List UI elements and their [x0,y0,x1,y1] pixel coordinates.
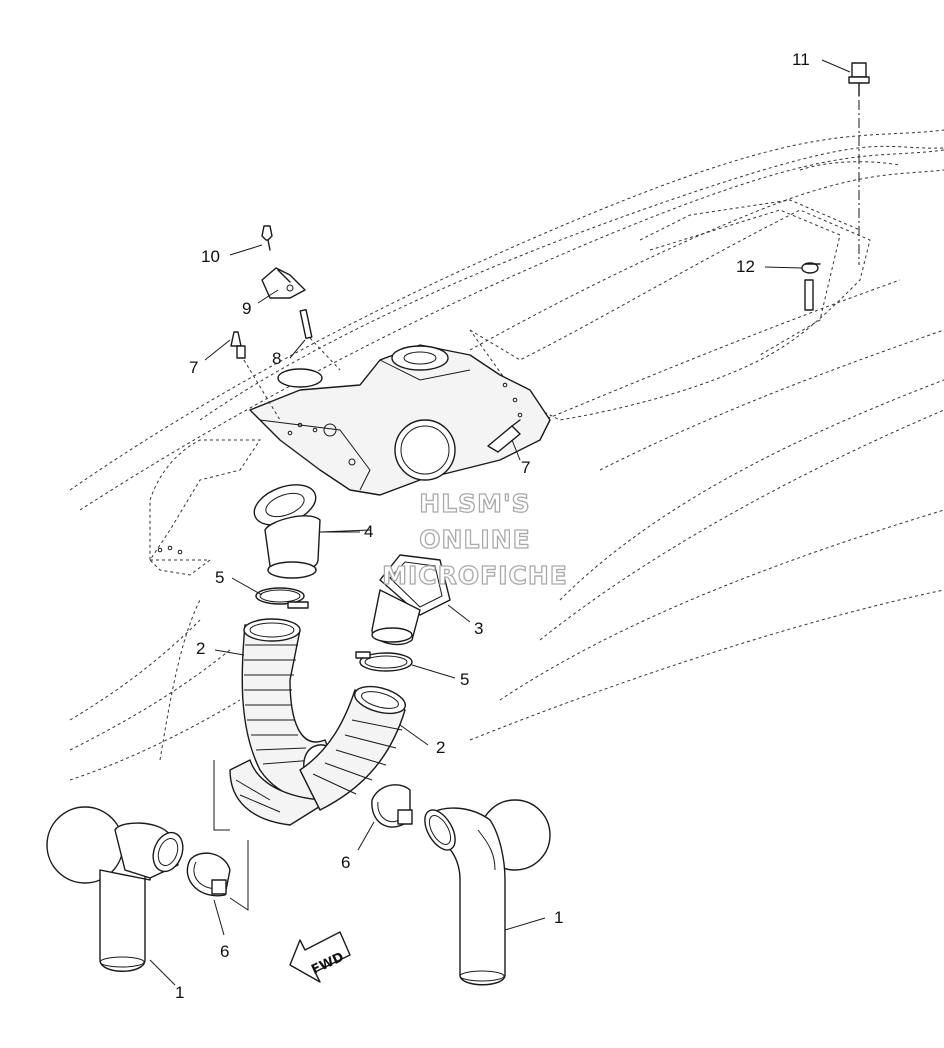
callout-11: 11 [792,50,810,69]
callout-6-right: 6 [341,853,350,872]
part-9-cap [261,267,306,299]
part-12-clip [801,262,821,311]
callout-4: 4 [364,522,373,541]
part-7-rivet-right [487,419,521,453]
part-6-clamp-left [186,852,231,936]
vent-bulkhead [249,344,551,496]
hatch-opening [148,439,261,576]
callout-1-right: 1 [554,908,563,927]
part-3-duct-elbow [371,554,471,646]
callout-9: 9 [242,299,251,318]
watermark-line-2: ONLINE [419,525,530,554]
part-1-intake-left [46,806,184,986]
hull-outline [69,129,944,781]
assembly-bracket [213,760,249,911]
callout-labels: 1 1 2 2 3 4 5 5 6 6 7 7 8 9 10 11 12 [175,50,810,1002]
watermark: HLSM'S ONLINE MICROFICHE [381,488,568,590]
callout-3: 3 [474,619,483,638]
part-2-hose-right [299,685,429,811]
leader-lines [204,59,851,679]
callout-5-right: 5 [460,670,469,689]
part-8-pin [299,308,341,371]
watermark-line-1: HLSM'S [419,489,530,518]
part-7-rivet-left [230,331,281,421]
part-10-screw [261,225,273,251]
part-4-duct-elbow [253,484,371,579]
callout-2-left: 2 [196,639,205,658]
watermark-line-3: MICROFICHE [382,561,568,590]
part-6-clamp-right [357,784,413,851]
fwd-direction-arrow: FWD [289,931,351,983]
callout-8: 8 [272,349,281,368]
callout-1-left: 1 [175,983,184,1002]
callout-7-right: 7 [521,458,530,477]
part-5-clamp-left [255,587,309,609]
callout-5-left: 5 [215,568,224,587]
part-1-intake-right [424,799,551,986]
callout-12: 12 [736,257,755,276]
callout-7-left: 7 [189,358,198,377]
callout-10: 10 [201,247,220,266]
callout-2-right: 2 [436,738,445,757]
part-5-clamp-right [355,651,413,672]
deck-opening [469,161,901,421]
callout-6-left: 6 [220,942,229,961]
part-11-bolt [848,62,870,265]
